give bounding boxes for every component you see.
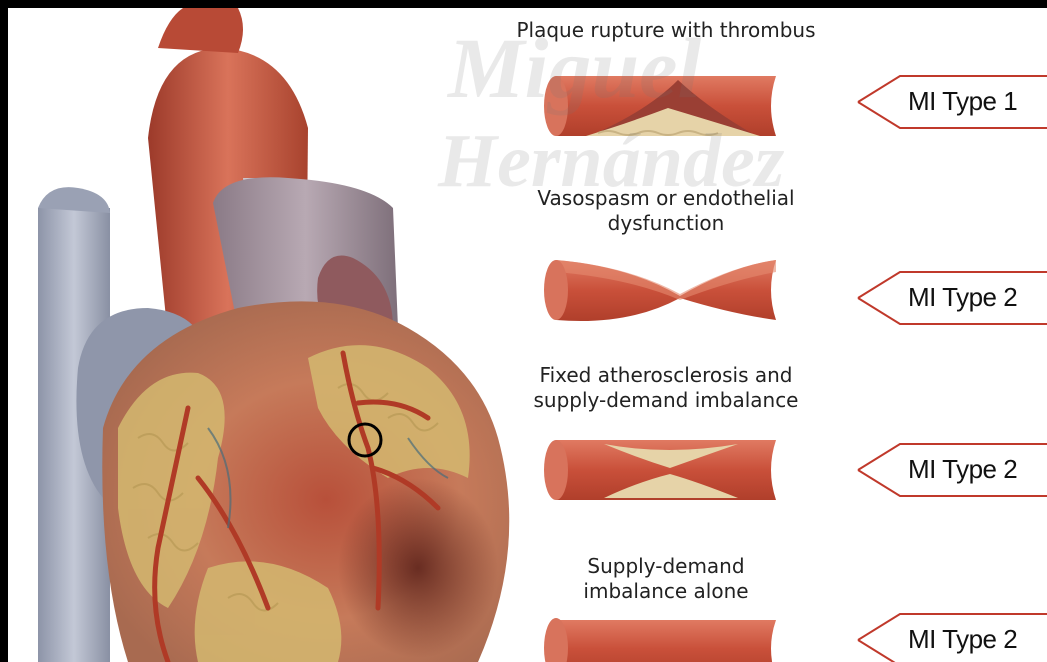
mi-type-tag-1: MI Type 1 <box>856 74 1047 130</box>
panel-2-caption: Vasospasm or endothelial dysfunction <box>486 186 846 236</box>
mi-type-tag-4: MI Type 2 <box>856 612 1047 662</box>
apex-shadow <box>338 478 498 658</box>
mi-type-label: MI Type 2 <box>908 454 1017 485</box>
mi-type-label: MI Type 2 <box>908 624 1017 655</box>
caption-line: imbalance alone <box>486 579 846 604</box>
panel-3-caption: Fixed atherosclerosis and supply-demand … <box>486 363 846 413</box>
mi-type-label: MI Type 2 <box>908 282 1017 313</box>
artery-fixed-stenosis-icon <box>544 440 776 500</box>
caption-line: Supply-demand <box>486 554 846 579</box>
caption-line: supply-demand imbalance <box>486 388 846 413</box>
caption-line: Plaque rupture with thrombus <box>486 18 846 43</box>
caption-line: Fixed atherosclerosis and <box>486 363 846 388</box>
caption-line: dysfunction <box>486 211 846 236</box>
panel-4-caption: Supply-demand imbalance alone <box>486 554 846 604</box>
panel-1-caption: Plaque rupture with thrombus <box>486 18 846 43</box>
figure-canvas: Miguel Hernández Plaque rupture with thr… <box>8 8 1047 662</box>
mi-type-tag-3: MI Type 2 <box>856 442 1047 498</box>
artery-vasospasm-icon <box>544 260 776 321</box>
caption-line: Vasospasm or endothelial <box>486 186 846 211</box>
mi-type-tag-2: MI Type 2 <box>856 270 1047 326</box>
mi-type-label: MI Type 1 <box>908 86 1017 117</box>
artery-normal-icon <box>544 618 776 662</box>
